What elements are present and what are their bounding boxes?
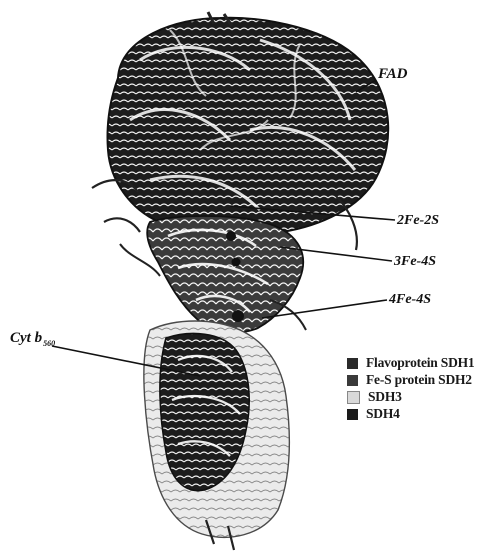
- sdh4-swatch: [347, 409, 358, 420]
- legend-item-flavoprotein: Flavoprotein SDH1: [347, 355, 487, 371]
- 4fe-4s-label: 4Fe-4S: [389, 292, 431, 308]
- flavoprotein-sdh1-domain: [92, 12, 388, 250]
- cyt-b560-label: Cyt b560: [10, 330, 55, 348]
- cyt-b-subscript: 560: [43, 339, 55, 348]
- fad-label: FAD: [378, 66, 407, 82]
- sdh3-swatch: [347, 391, 360, 404]
- cyt-b-text: Cyt b: [10, 330, 42, 346]
- legend-item-sdh3: SDH3: [347, 389, 487, 405]
- 2fe-2s-cluster-icon: [226, 231, 236, 241]
- legend-label: SDH3: [368, 389, 402, 405]
- 3fe-4s-cluster-icon: [232, 258, 241, 267]
- flavoprotein-swatch: [347, 358, 358, 369]
- 3fe-4s-label: 3Fe-4S: [394, 254, 436, 270]
- legend-label: Flavoprotein SDH1: [366, 355, 474, 371]
- 2fe-2s-label: 2Fe-2S: [397, 213, 439, 229]
- legend-label: Fe-S protein SDH2: [366, 372, 472, 388]
- legend-label: SDH4: [366, 406, 400, 422]
- 4fe-4s-cluster-icon: [232, 310, 244, 322]
- fe-s-protein-swatch: [347, 375, 358, 386]
- legend: Flavoprotein SDH1 Fe-S protein SDH2 SDH3…: [347, 355, 487, 423]
- legend-item-fe-s-protein: Fe-S protein SDH2: [347, 372, 487, 388]
- legend-item-sdh4: SDH4: [347, 406, 487, 422]
